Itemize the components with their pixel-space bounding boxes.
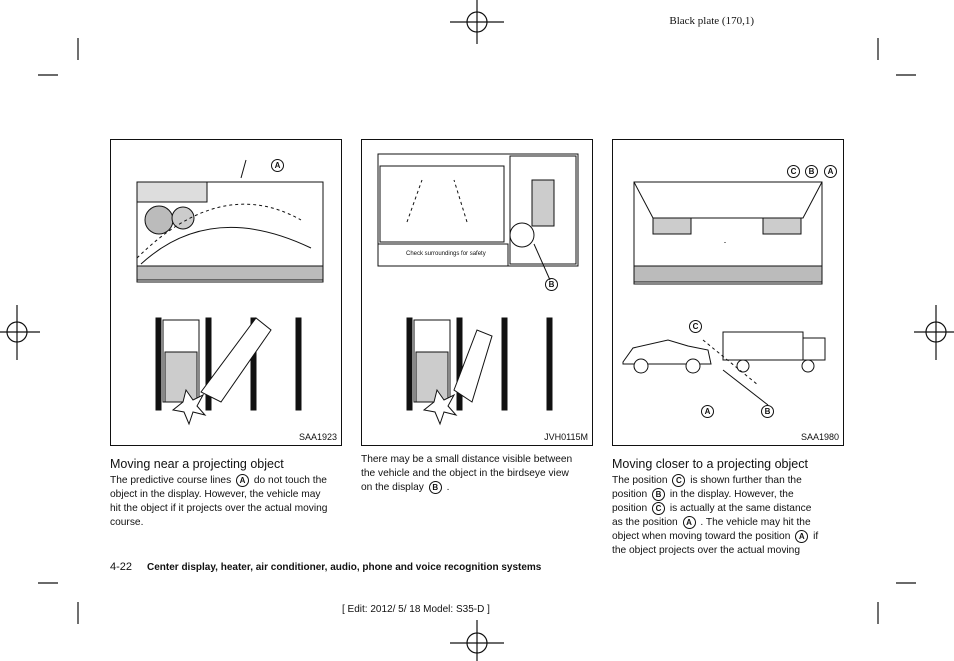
text-line: hit the object if it projects over the a… [110, 502, 328, 514]
text-line: The position C is shown further than the [612, 474, 802, 487]
callout-c-lower-icon: C [687, 318, 704, 336]
figure-1-illustration [136, 159, 324, 426]
paragraph: The predictive course lines A do not tou… [110, 474, 341, 529]
figure-id: JVH0115M [544, 432, 588, 442]
callout-a-icon: A [822, 163, 839, 181]
callout-b-icon: B [803, 163, 820, 181]
text-line: course. [110, 516, 144, 528]
callout-a-icon: A [269, 157, 286, 175]
figure-projecting-object: A SAA1923 [110, 139, 342, 446]
paragraph: The position C is shown further than the… [612, 474, 844, 558]
callout-b-icon: B [543, 276, 560, 294]
callout-c-icon: C [672, 474, 686, 487]
callout-c-icon: C [651, 501, 665, 515]
callout-a-icon: A [236, 474, 250, 487]
callout-b-icon: B [651, 487, 665, 501]
text-line: the object projects over the actual movi… [612, 544, 801, 556]
screen-caption: Check surroundings for safety [406, 251, 486, 257]
figure-id: SAA1980 [800, 432, 839, 442]
figure-closer-object: C B A C A B SAA1980 [612, 139, 844, 446]
figure-2-illustration [377, 153, 579, 426]
plate-label: Black plate (170,1) [669, 15, 754, 27]
text-line: position C is actually at the same dista… [612, 501, 812, 515]
text-line: There may be a small distance visible be… [361, 454, 573, 465]
figure-birdseye-view: Check surroundings for safety B JVH0115M [361, 139, 593, 446]
callout-a-icon: A [795, 529, 809, 543]
section-heading: Moving near a projecting object [110, 457, 284, 471]
running-footer-title: Center display, heater, air conditioner,… [147, 562, 542, 573]
text-line: The predictive course lines A do not tou… [110, 474, 327, 487]
callout-b-icon: B [428, 480, 442, 494]
section-heading: Moving closer to a projecting object [612, 457, 808, 471]
callout-b-lower-icon: B [759, 403, 776, 421]
text-line: on the display B . [361, 480, 450, 494]
text-line: as the position A . The vehicle may hit … [612, 515, 811, 529]
callout-a-icon: A [682, 515, 696, 529]
paragraph: There may be a small distance visible be… [361, 453, 593, 495]
callout-c-icon: C [785, 163, 802, 181]
figure-id: SAA1923 [298, 432, 337, 442]
text-line: the vehicle and the object in the birdse… [361, 467, 569, 479]
text-line: object in the display. However, the vehi… [110, 488, 321, 500]
edit-info: [ Edit: 2012/ 5/ 18 Model: S35-D ] [342, 604, 490, 615]
text-line: position B in the display. However, the [612, 487, 794, 501]
figure-3-illustration [622, 181, 826, 406]
callout-a-lower-icon: A [699, 403, 716, 421]
text-line: object when moving toward the position A… [612, 529, 819, 543]
page-number: 4-22 [110, 561, 133, 573]
